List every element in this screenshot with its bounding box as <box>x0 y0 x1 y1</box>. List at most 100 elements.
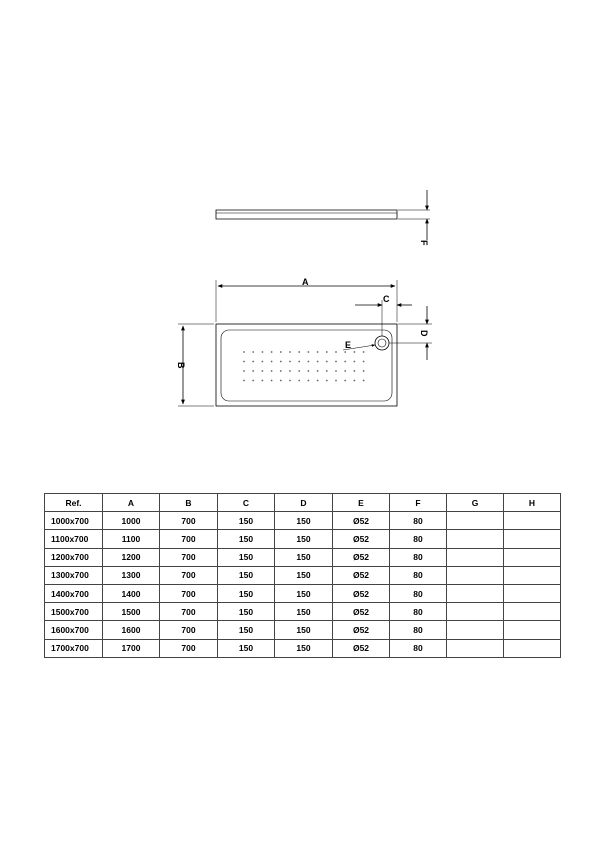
cell-ref: 1200x700 <box>44 547 103 567</box>
cell-a: 1500 <box>102 602 160 622</box>
anti-slip-dot <box>307 370 310 372</box>
cell-d: 150 <box>274 602 333 622</box>
cell-f: 80 <box>389 583 447 604</box>
anti-slip-dot <box>335 360 337 363</box>
anti-slip-dot <box>307 351 310 353</box>
anti-slip-dot <box>325 379 328 382</box>
label-c: C <box>383 294 390 304</box>
tray-profile <box>215 209 398 220</box>
cell-e: Ø52 <box>332 511 390 531</box>
cell-a: 1400 <box>102 583 160 604</box>
cell-g <box>446 602 504 622</box>
anti-slip-dot <box>252 351 255 353</box>
anti-slip-dot <box>353 370 356 372</box>
cell-a: 1600 <box>102 620 160 640</box>
cell-ref: 1300x700 <box>44 565 103 585</box>
cell-b: 700 <box>159 583 218 604</box>
anti-slip-dot <box>289 351 291 353</box>
header-e: E <box>332 492 390 513</box>
cell-b: 700 <box>159 638 218 658</box>
anti-slip-dot <box>243 360 245 363</box>
anti-slip-dot <box>325 370 328 372</box>
cell-d: 150 <box>274 511 333 531</box>
anti-slip-dot <box>289 360 291 363</box>
table-row: 1700x700 1700 700 150 150 Ø52 80 <box>44 638 561 658</box>
anti-slip-dot <box>261 379 264 382</box>
anti-slip-dot <box>325 360 328 363</box>
anti-slip-dot <box>362 370 365 372</box>
cell-e: Ø52 <box>332 547 390 567</box>
cell-ref: 1000x700 <box>44 511 103 531</box>
anti-slip-dot <box>362 379 365 382</box>
cell-f: 80 <box>389 602 447 622</box>
anti-slip-dot-pattern <box>243 351 365 382</box>
cell-g <box>446 547 504 567</box>
cell-e: Ø52 <box>332 565 390 585</box>
cell-h <box>503 565 561 585</box>
anti-slip-dot <box>344 370 347 372</box>
cell-g <box>446 565 504 585</box>
header-b: B <box>159 492 218 513</box>
side-view <box>215 190 430 240</box>
cell-h <box>503 583 561 604</box>
anti-slip-dot <box>316 379 319 382</box>
cell-d: 150 <box>274 620 333 640</box>
anti-slip-dot <box>261 370 264 372</box>
cell-f: 80 <box>389 620 447 640</box>
label-b: B <box>176 362 186 369</box>
anti-slip-dot <box>289 379 291 382</box>
table-row: 1300x700 1300 700 150 150 Ø52 80 <box>44 565 561 585</box>
cell-g <box>446 511 504 531</box>
cell-ref: 1500x700 <box>44 602 103 622</box>
anti-slip-dot <box>270 370 273 372</box>
cell-e: Ø52 <box>332 638 390 658</box>
anti-slip-dot <box>307 379 310 382</box>
drain <box>374 335 390 351</box>
cell-f: 80 <box>389 638 447 658</box>
cell-e: Ø52 <box>332 529 390 549</box>
anti-slip-dot <box>335 351 337 353</box>
header-h: H <box>503 492 561 513</box>
cell-c: 150 <box>217 565 275 585</box>
cell-d: 150 <box>274 583 333 604</box>
cell-ref: 1400x700 <box>44 583 103 604</box>
cell-c: 150 <box>217 602 275 622</box>
cell-e: Ø52 <box>332 620 390 640</box>
cell-h <box>503 620 561 640</box>
cell-e: Ø52 <box>332 602 390 622</box>
header-f: F <box>389 492 447 513</box>
anti-slip-dot <box>279 379 282 382</box>
cell-f: 80 <box>389 565 447 585</box>
cell-ref: 1100x700 <box>44 529 103 549</box>
dimensions-table: Ref. A B C D E F G H 1000x700 1000 700 1… <box>44 492 561 658</box>
cell-d: 150 <box>274 547 333 567</box>
cell-h <box>503 529 561 549</box>
anti-slip-dot <box>270 360 273 363</box>
anti-slip-dot <box>298 370 301 372</box>
cell-h <box>503 638 561 658</box>
cell-b: 700 <box>159 602 218 622</box>
cell-d: 150 <box>274 638 333 658</box>
cell-d: 150 <box>274 529 333 549</box>
cell-c: 150 <box>217 638 275 658</box>
table-row: 1200x700 1200 700 150 150 Ø52 80 <box>44 547 561 567</box>
cell-d: 150 <box>274 565 333 585</box>
anti-slip-dot <box>270 351 273 353</box>
anti-slip-dot <box>335 370 337 372</box>
cell-c: 150 <box>217 529 275 549</box>
table-row: 1500x700 1500 700 150 150 Ø52 80 <box>44 602 561 622</box>
anti-slip-dot <box>279 360 282 363</box>
anti-slip-dot <box>344 360 347 363</box>
anti-slip-dot <box>298 379 301 382</box>
cell-a: 1000 <box>102 511 160 531</box>
cell-g <box>446 638 504 658</box>
anti-slip-dot <box>353 351 356 353</box>
cell-e: Ø52 <box>332 583 390 604</box>
cell-b: 700 <box>159 565 218 585</box>
anti-slip-dot <box>243 370 245 372</box>
anti-slip-dot <box>353 360 356 363</box>
header-g: G <box>446 492 504 513</box>
cell-f: 80 <box>389 547 447 567</box>
cell-h <box>503 511 561 531</box>
cell-g <box>446 529 504 549</box>
